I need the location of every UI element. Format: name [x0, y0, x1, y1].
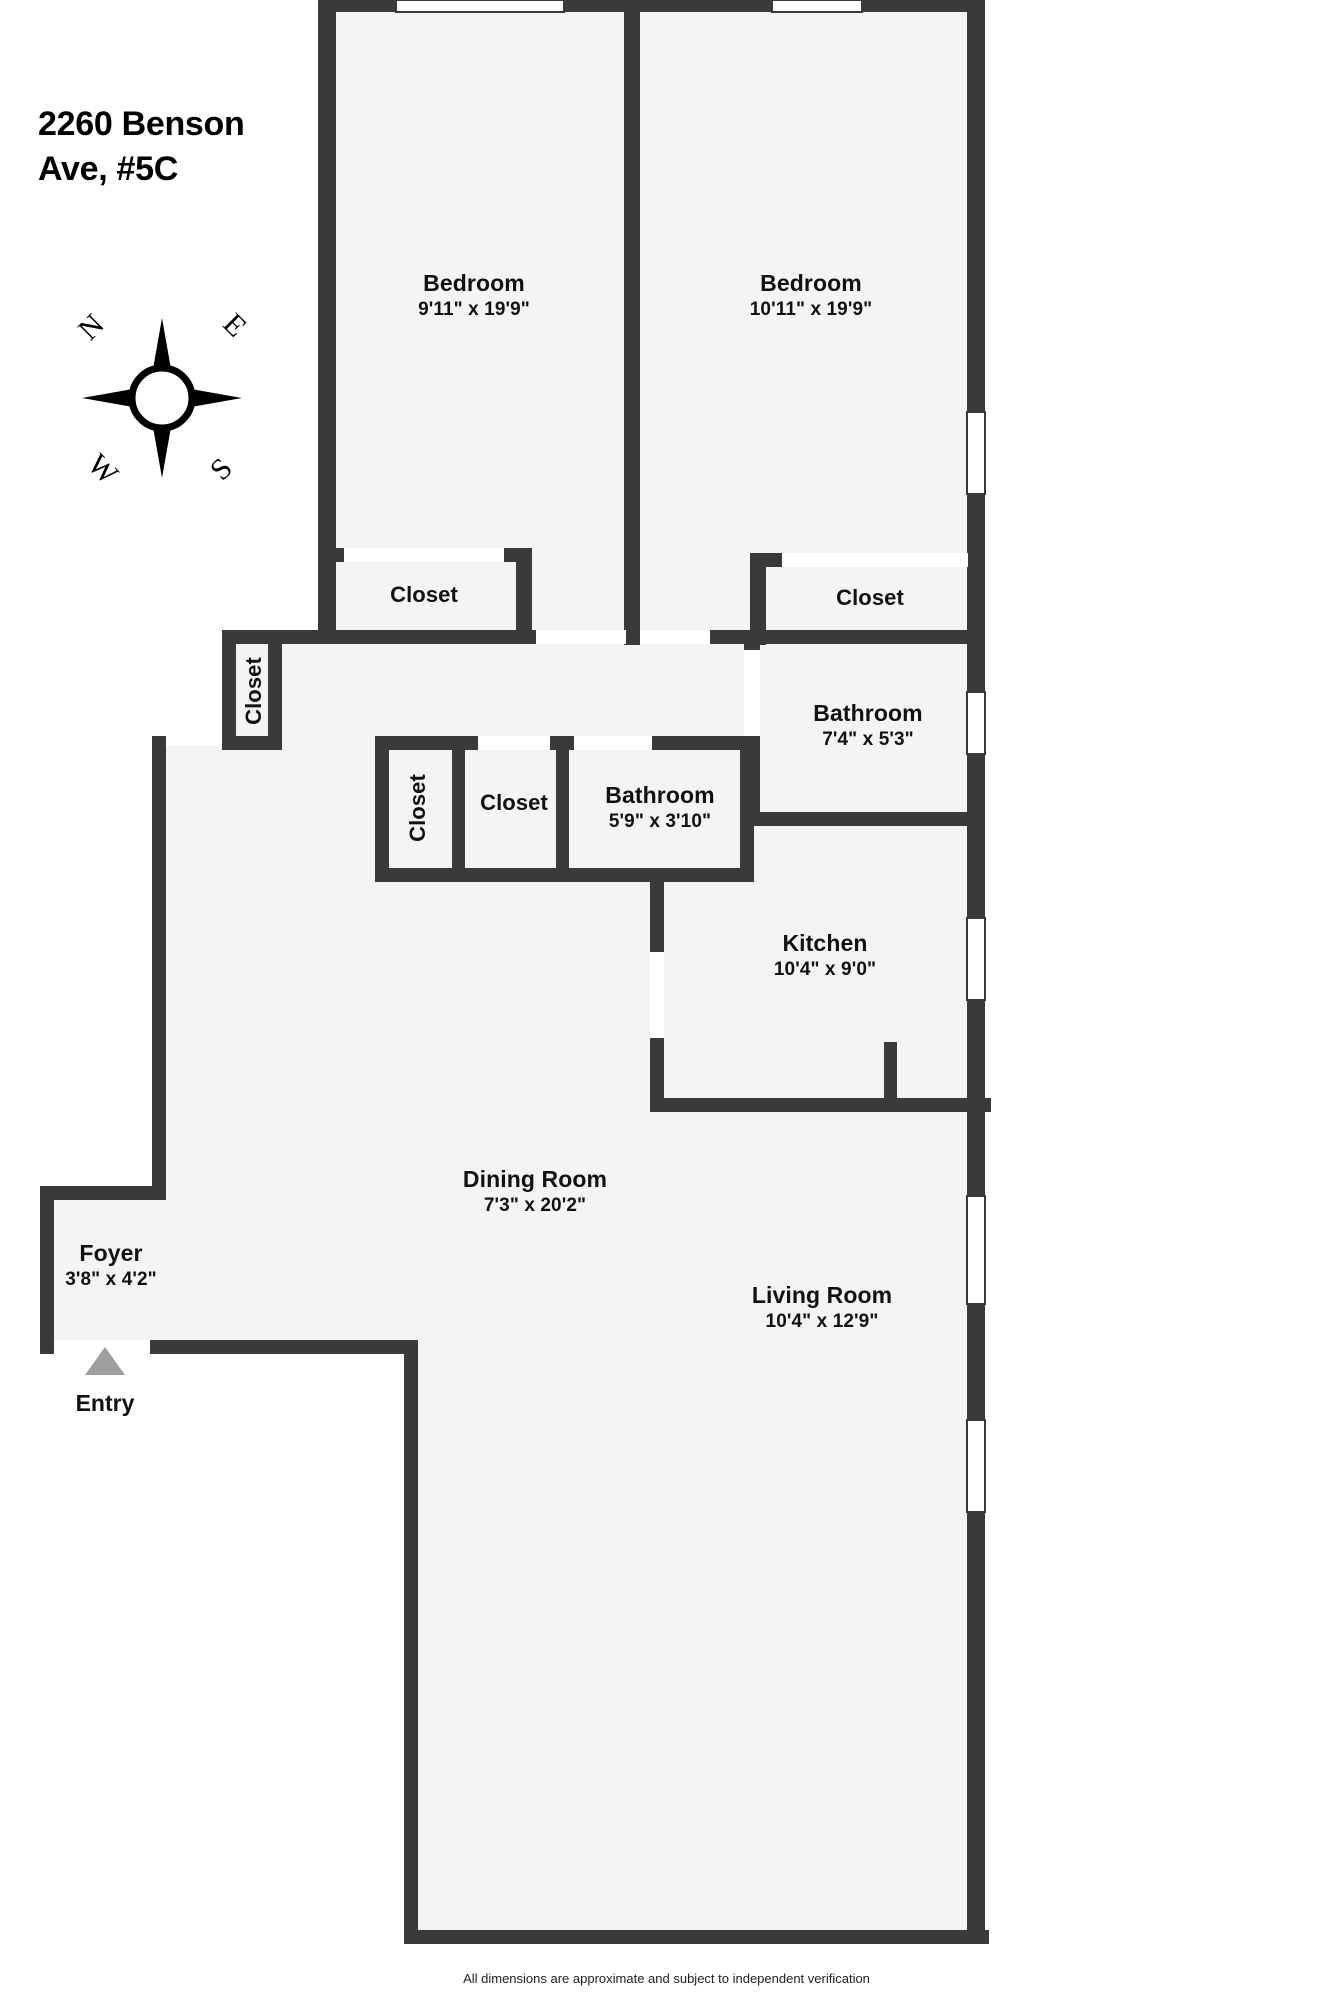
compass-label-east: E	[217, 307, 253, 343]
compass-rose: N E S W	[62, 298, 262, 498]
compass-label-north: N	[72, 308, 111, 347]
disclaimer-footer: All dimensions are approximate and subje…	[463, 1971, 870, 1986]
title-line-1: 2260 Benson	[38, 105, 245, 143]
page-title: 2260 Benson Ave, #5C	[38, 102, 310, 192]
compass-label-south: S	[204, 452, 239, 487]
compass-label-west: W	[81, 448, 125, 492]
title-line-2: Ave, #5C	[38, 149, 178, 188]
entry-label: Entry	[75, 1390, 135, 1416]
entry-arrow-icon	[83, 1345, 127, 1377]
